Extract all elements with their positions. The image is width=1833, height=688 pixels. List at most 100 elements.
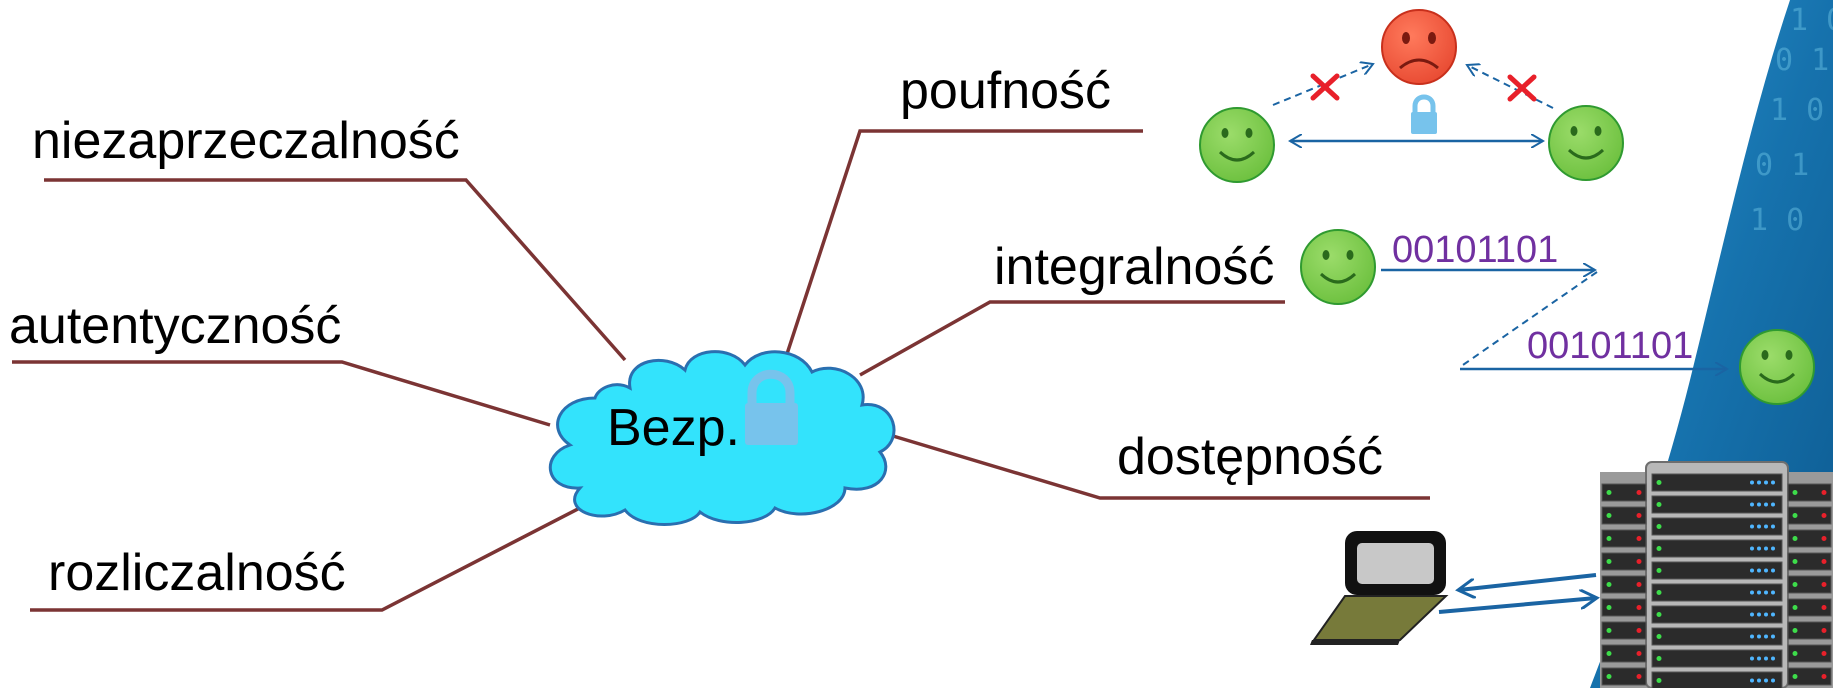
availability-illustration [1310, 461, 1833, 688]
server-led [1750, 546, 1754, 551]
server-unit [1651, 495, 1783, 514]
server-led [1757, 502, 1761, 507]
server-led [1792, 605, 1798, 610]
server-led [1750, 678, 1754, 683]
server-led [1636, 674, 1642, 679]
server-led [1764, 546, 1768, 551]
server-led [1606, 582, 1612, 587]
center-label: Bezp. [607, 399, 740, 457]
server-unit [1601, 644, 1647, 663]
server-led [1792, 490, 1798, 495]
server-led [1750, 656, 1754, 661]
server-unit [1601, 575, 1647, 594]
server-led [1656, 502, 1662, 507]
server-unit [1787, 621, 1832, 640]
label-nonrepudiation: niezaprzeczalność [32, 112, 460, 170]
server-led [1771, 634, 1775, 639]
server-unit [1601, 667, 1647, 686]
server-led [1792, 559, 1798, 564]
server-unit [1787, 575, 1832, 594]
server-led [1821, 674, 1827, 679]
server-unit [1651, 605, 1783, 624]
branch-accountability [30, 493, 606, 612]
server-led [1764, 612, 1768, 617]
server-unit [1601, 552, 1647, 571]
server-unit [1787, 529, 1832, 548]
server-led [1757, 656, 1761, 661]
server-unit [1601, 598, 1647, 617]
server-led [1764, 590, 1768, 595]
server-unit [1651, 583, 1783, 602]
server-unit [1787, 483, 1832, 502]
server-led [1757, 612, 1761, 617]
server-led [1764, 524, 1768, 529]
server-led [1636, 628, 1642, 633]
server-led [1636, 651, 1642, 656]
server-led [1792, 536, 1798, 541]
server-led [1656, 678, 1662, 683]
label-accountability: rozliczalność [48, 544, 346, 602]
server-led [1750, 502, 1754, 507]
svg-text:1 0: 1 0 [1770, 93, 1824, 128]
server-led [1636, 582, 1642, 587]
server-led [1656, 612, 1662, 617]
server-units [1601, 473, 1832, 688]
server-led [1750, 524, 1754, 529]
transfer-path-diagonal [1459, 271, 1598, 368]
branch-availability [892, 434, 1430, 500]
server-led [1771, 656, 1775, 661]
label-authenticity: autentyczność [9, 297, 341, 355]
server-led [1757, 678, 1761, 683]
response-arrow [1459, 573, 1597, 590]
server-led [1656, 590, 1662, 595]
server-led [1792, 628, 1798, 633]
server-unit [1601, 483, 1647, 502]
server-led [1764, 568, 1768, 573]
server-led [1656, 524, 1662, 529]
happy-face-icon [1199, 107, 1275, 183]
binary-sent: 00101101 [1392, 229, 1558, 271]
server-led [1771, 546, 1775, 551]
server-led [1821, 490, 1827, 495]
server-unit [1651, 671, 1783, 688]
server-led [1606, 651, 1612, 656]
server-led [1821, 651, 1827, 656]
server-led [1636, 513, 1642, 518]
sad-face-icon [1381, 9, 1457, 85]
server-led [1606, 674, 1612, 679]
svg-text:0 1: 0 1 [1755, 148, 1809, 183]
server-unit [1601, 506, 1647, 525]
svg-text:1 0: 1 0 [1790, 3, 1833, 38]
server-unit [1651, 561, 1783, 580]
server-unit [1787, 667, 1832, 686]
label-availability: dostępność [1117, 428, 1383, 486]
cloud-icon [548, 350, 896, 526]
server-led [1656, 546, 1662, 551]
label-confidentiality: poufność [900, 62, 1111, 120]
cross-icon [1507, 74, 1537, 102]
lock-icon [1411, 94, 1437, 134]
branch-lines [12, 129, 1430, 612]
server-unit [1601, 529, 1647, 548]
server-led [1656, 480, 1662, 485]
confidentiality-illustration [1199, 9, 1624, 183]
server-unit [1601, 621, 1647, 640]
server-led [1764, 656, 1768, 661]
server-unit [1651, 649, 1783, 668]
cross-icon [1310, 73, 1340, 101]
happy-face-icon [1548, 105, 1624, 181]
server-led [1750, 568, 1754, 573]
server-led [1757, 480, 1761, 485]
server-led [1771, 568, 1775, 573]
happy-face-icon [1739, 329, 1815, 405]
server-led [1636, 605, 1642, 610]
server-led [1636, 559, 1642, 564]
server-led [1771, 524, 1775, 529]
server-unit [1787, 644, 1832, 663]
server-led [1606, 513, 1612, 518]
branch-nonrepudiation [44, 178, 627, 362]
server-led [1821, 628, 1827, 633]
server-unit [1787, 552, 1832, 571]
server-unit [1651, 539, 1783, 558]
